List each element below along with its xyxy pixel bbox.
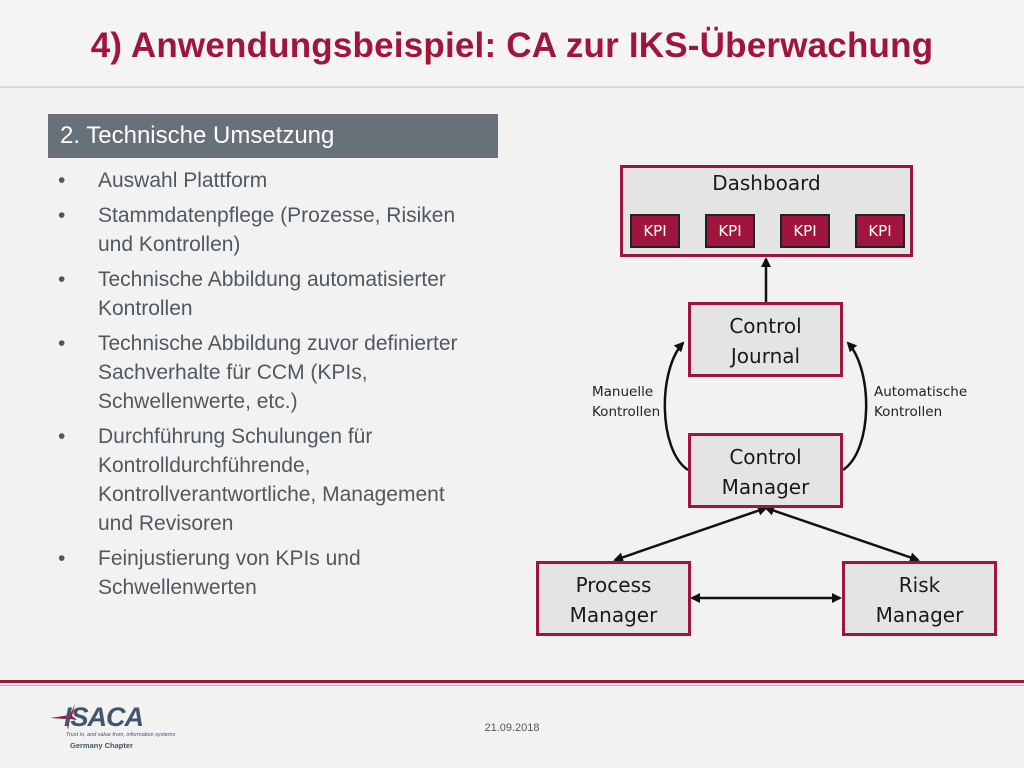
bullet-list: • Auswahl Plattform • Stammdatenpflege (Pr… bbox=[58, 166, 478, 608]
bullet-marker: • bbox=[58, 332, 66, 355]
bullet-text: Durchführung Schulungen für Kontrolldurc… bbox=[98, 425, 445, 535]
dashboard-box: Dashboard bbox=[620, 165, 913, 257]
logo-chapter: Germany Chapter bbox=[70, 741, 133, 750]
bullet-text: Technische Abbildung zuvor definierter S… bbox=[98, 332, 458, 413]
footer-divider-thin bbox=[0, 685, 1024, 686]
title-band: 4) Anwendungsbeispiel: CA zur IKS-Überwa… bbox=[0, 0, 1024, 88]
bullet-item: • Technische Abbildung automatisierter Ko… bbox=[58, 265, 478, 323]
bullet-item: • Stammdatenpflege (Prozesse, Risiken und… bbox=[58, 201, 478, 259]
bullet-item: • Durchführung Schulungen für Kontrolldur… bbox=[58, 422, 478, 538]
risk-manager-label: Risk Manager bbox=[875, 573, 964, 627]
control-manager-label: Control Manager bbox=[721, 445, 810, 499]
control-journal-box: Control Journal bbox=[688, 302, 843, 377]
footer-divider bbox=[0, 680, 1024, 683]
manager-to-process-arrow bbox=[613, 505, 768, 563]
logo-tagline: Trust in, and value from, information sy… bbox=[66, 732, 176, 738]
isaca-logo: ISACA Trust in, and value from, informat… bbox=[48, 700, 175, 754]
footer-date: 21.09.2018 bbox=[484, 722, 540, 734]
bullet-item: • Auswahl Plattform bbox=[58, 166, 478, 195]
process-manager-box: Process Manager bbox=[536, 561, 691, 636]
kpi-badge: KPI bbox=[855, 214, 905, 248]
kpi-badge: KPI bbox=[780, 214, 830, 248]
bullet-marker: • bbox=[58, 169, 66, 192]
manual-controls-label: Manuelle Kontrollen bbox=[592, 384, 661, 420]
automatic-controls-label: Automatische Kontrollen bbox=[874, 384, 968, 420]
slide-title: 4) Anwendungsbeispiel: CA zur IKS-Überwa… bbox=[90, 26, 934, 65]
bullet-text: Technische Abbildung automatisierter Kon… bbox=[98, 268, 446, 320]
manager-to-risk-arrow bbox=[764, 505, 920, 563]
kpi-badge: KPI bbox=[705, 214, 755, 248]
logo-wordmark: ISACA bbox=[64, 702, 144, 732]
control-manager-box: Control Manager bbox=[688, 433, 843, 508]
section-header: 2. Technische Umsetzung bbox=[48, 114, 498, 158]
control-journal-label: Control Journal bbox=[729, 314, 802, 368]
bullet-marker: • bbox=[58, 547, 66, 570]
bullet-marker: • bbox=[58, 268, 66, 291]
dashboard-label: Dashboard bbox=[712, 171, 821, 195]
bullet-text: Stammdatenpflege (Prozesse, Risiken und … bbox=[98, 204, 456, 256]
bullet-item: • Technische Abbildung zuvor definierter … bbox=[58, 329, 478, 416]
bullet-marker: • bbox=[58, 204, 66, 227]
section-header-label: 2. Technische Umsetzung bbox=[60, 122, 335, 149]
risk-manager-box: Risk Manager bbox=[842, 561, 997, 636]
bullet-item: • Feinjustierung von KPIs und Schwellenwe… bbox=[58, 544, 478, 602]
bullet-text: Feinjustierung von KPIs und Schwellenwer… bbox=[98, 547, 361, 599]
manual-controls-arrow bbox=[663, 341, 689, 472]
logo-star-icon bbox=[50, 704, 77, 730]
process-manager-label: Process Manager bbox=[569, 573, 658, 627]
bullet-text: Auswahl Plattform bbox=[98, 169, 268, 192]
bullet-marker: • bbox=[58, 425, 66, 448]
kpi-badge: KPI bbox=[630, 214, 680, 248]
automatic-controls-arrow bbox=[842, 341, 868, 472]
